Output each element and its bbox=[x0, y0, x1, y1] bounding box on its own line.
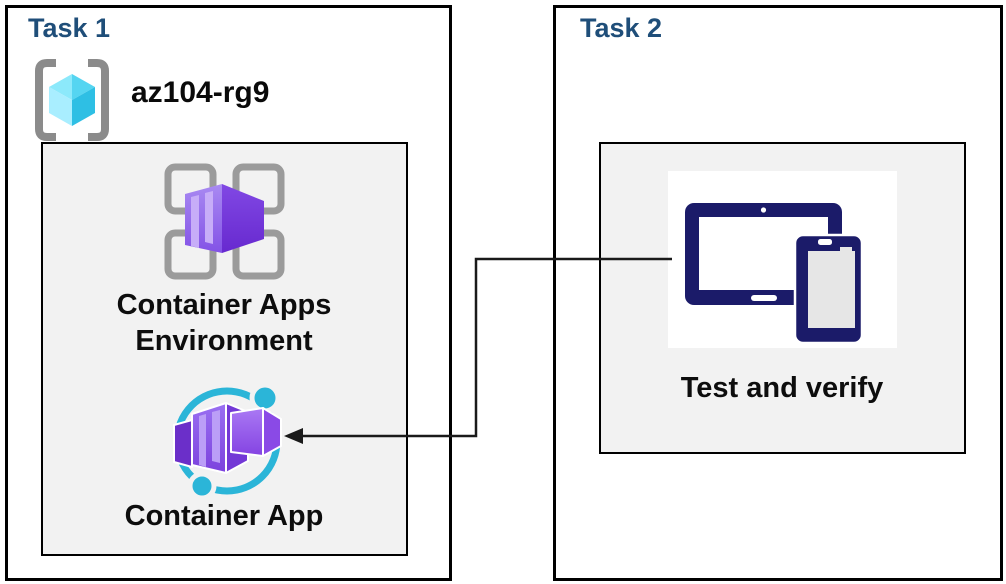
container-app-icon bbox=[173, 383, 282, 501]
task2-title: Task 2 bbox=[580, 13, 663, 43]
devices-icon bbox=[685, 203, 864, 345]
container-app-label: Container App bbox=[124, 500, 324, 532]
resource-group-name: az104-rg9 bbox=[131, 76, 270, 109]
container-apps-environment-icon bbox=[164, 163, 285, 280]
resource-group-icon bbox=[35, 59, 109, 141]
test-and-verify-label: Test and verify bbox=[680, 372, 884, 404]
container-apps-environment-label: Container Apps Environment bbox=[116, 289, 332, 357]
task1-title: Task 1 bbox=[28, 13, 111, 43]
